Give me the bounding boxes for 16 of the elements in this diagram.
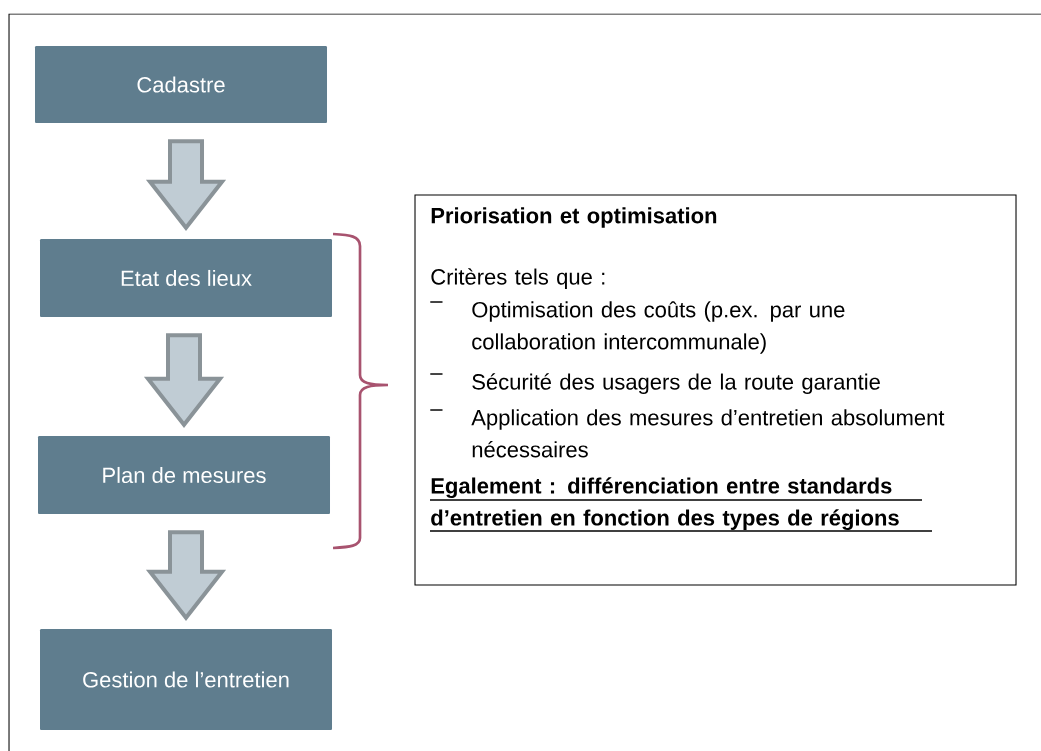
bullet-item: Application des mesures d’entretien absolument nécessaires <box>471 409 945 458</box>
bullet-item: Sécurité des usagers de la route garantie <box>472 373 880 395</box>
intro-text: Critères tels que : <box>431 268 605 290</box>
block-arrow <box>143 333 225 428</box>
block-arrow <box>145 139 227 231</box>
process-box: Plan de mesures <box>38 436 330 514</box>
heading: Priorisation et optimisation <box>431 207 717 228</box>
bullet-dash: – <box>430 301 443 303</box>
process-box: Etat des lieux <box>40 239 332 317</box>
bullet-dash: – <box>430 409 443 411</box>
block-arrow <box>145 530 227 621</box>
process-box: Cadastre <box>35 46 327 123</box>
bullet-dash: – <box>430 373 443 375</box>
process-box: Gestion de l’entretien <box>40 629 332 730</box>
bullet-item: Optimisation des coûts (p.ex. par une collaboration intercommunale) <box>472 301 845 354</box>
note-text: Egalement : différenciation entre standards d’entretien en fonction des types de régions <box>429 477 933 532</box>
